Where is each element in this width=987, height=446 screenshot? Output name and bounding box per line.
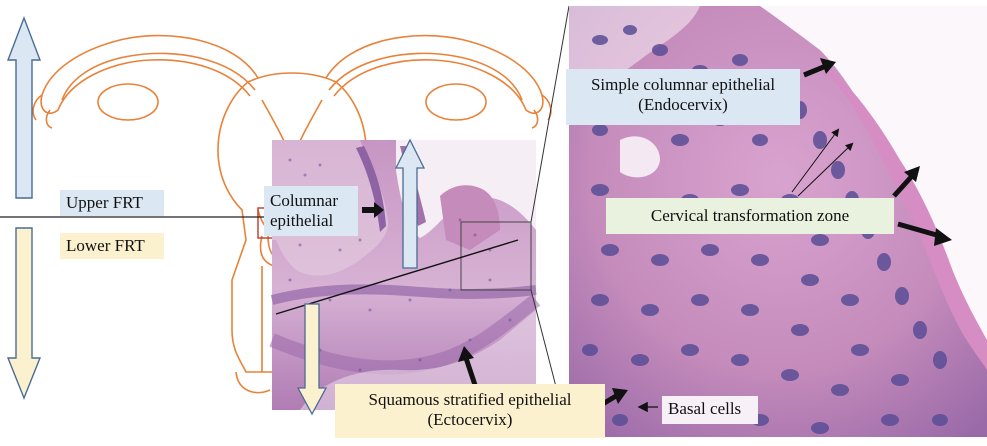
simple-columnar-line2: (Endocervix) xyxy=(572,95,794,115)
squamous-line2: (Ectocervix) xyxy=(341,410,599,430)
squamous-label: Squamous stratified epithelial (Ectocerv… xyxy=(335,384,605,438)
upper-frt-arrow xyxy=(8,18,40,198)
basal-cells-label: Basal cells xyxy=(662,396,758,424)
simple-columnar-label: Simple columnar epithelial (Endocervix) xyxy=(566,69,800,125)
lower-frt-arrow xyxy=(8,228,40,398)
transformation-zone-label: Cervical transformation zone xyxy=(606,198,894,234)
upper-frt-label: Upper FRT xyxy=(60,190,164,216)
simple-columnar-line1: Simple columnar epithelial xyxy=(572,75,794,95)
squamous-line1: Squamous stratified epithelial xyxy=(341,390,599,410)
columnar-line2: epithelial xyxy=(270,211,352,231)
columnar-epithelial-label: Columnar epithelial xyxy=(264,186,358,236)
lower-frt-label: Lower FRT xyxy=(60,233,164,259)
columnar-line1: Columnar xyxy=(270,191,352,211)
